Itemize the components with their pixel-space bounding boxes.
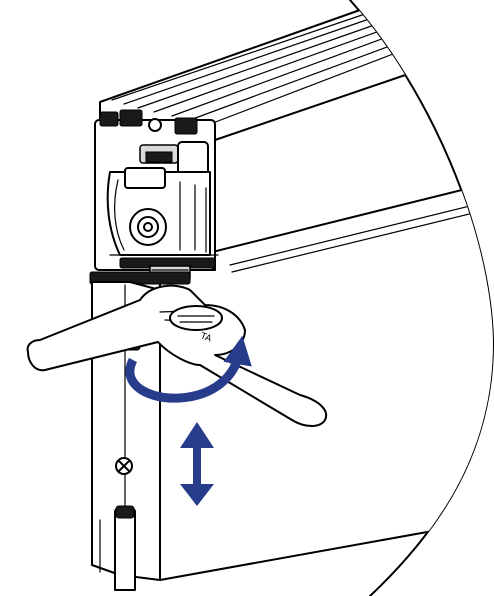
cap-slot-right	[174, 117, 198, 135]
up-down-arrow-icon	[180, 422, 214, 506]
wrench-tool: TA	[26, 284, 328, 427]
rail-face-line	[214, 69, 421, 141]
bottom-plunger	[114, 505, 136, 591]
rotate-arrow-icon	[125, 335, 252, 403]
rail-ridges	[111, 13, 415, 127]
wrench-mark: TA	[198, 331, 213, 345]
cap-slot-left	[99, 111, 119, 127]
plunger-cap	[115, 505, 135, 519]
cross-screw-icon	[115, 457, 133, 475]
cap-hole	[148, 118, 162, 132]
door-panel-groove	[229, 199, 494, 266]
cap-slot-mid	[119, 109, 143, 127]
pivot-mechanism	[106, 141, 219, 269]
adjuster-bolt	[89, 265, 191, 285]
door-panel-groove-2	[231, 207, 494, 273]
